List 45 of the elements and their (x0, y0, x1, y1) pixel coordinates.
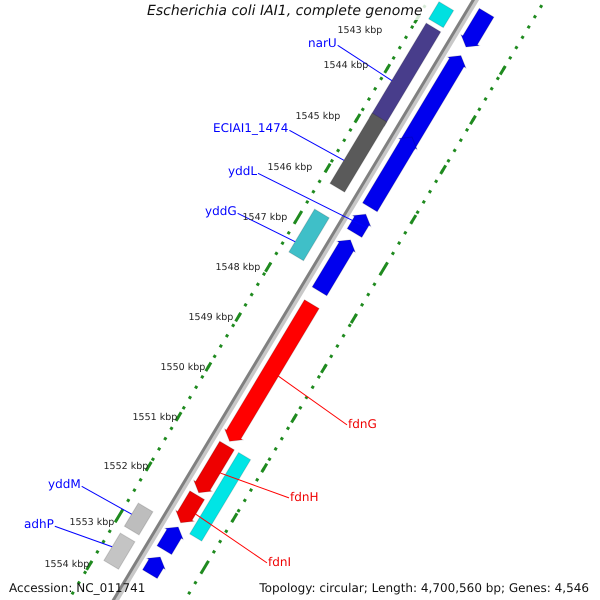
gene-feature (192, 440, 235, 494)
scale-label: 1552 kbp (104, 462, 148, 472)
gene-feature (362, 136, 418, 212)
leader-line (237, 212, 296, 242)
scale-label: 1546 kbp (268, 162, 312, 174)
scale-label: 1544 kbp (324, 60, 368, 72)
gene-label: yddM (48, 478, 81, 492)
scale-label: 1543 kbp (338, 26, 382, 36)
gene-feature (189, 452, 252, 542)
gene-label: fdnI (268, 556, 291, 570)
gene-label: ECIAI1_1474 (213, 122, 288, 136)
leader-line (288, 130, 344, 161)
leader-line (337, 44, 392, 82)
leader-line (258, 172, 368, 228)
leader-line (195, 514, 268, 564)
gene-label: fdnH (290, 491, 318, 505)
gene-feature (346, 214, 372, 238)
gene-feature (174, 490, 206, 524)
footer-text: Accession: NC_011741 (8, 582, 146, 596)
gene-feature (460, 8, 495, 48)
scale-label: 1553 kbp (70, 518, 114, 528)
gene-feature (312, 239, 356, 296)
scale-label: 1554 kbp (44, 560, 90, 570)
gene-feature (156, 526, 184, 556)
leader-line (54, 526, 113, 548)
scale-label: 1550 kbp (160, 362, 206, 374)
gene-feature (103, 532, 136, 570)
gene-feature (288, 208, 330, 262)
gene-label: narU (308, 37, 337, 51)
scale-label: 1551 kbp (132, 412, 178, 424)
footer-text: Topology: circular; Length: 4,700,560 bp; Genes: 4,546 (258, 582, 590, 596)
gene-feature (142, 556, 166, 580)
scale-label: 1549 kbp (188, 312, 234, 324)
leader-line (278, 376, 348, 426)
gene-label: fdnG (348, 418, 377, 432)
scale-label: 1547 kbp (242, 212, 288, 224)
scale-label: 1548 kbp (216, 262, 260, 274)
leader-line (81, 486, 132, 515)
scale-label: 1545 kbp (296, 112, 340, 122)
gene-feature (428, 1, 454, 28)
gene-label: adhP (24, 518, 54, 532)
gene-label: yddG (205, 205, 237, 219)
gene-feature (124, 502, 154, 536)
leader-line (220, 472, 290, 498)
gene-label: yddL (228, 165, 258, 179)
